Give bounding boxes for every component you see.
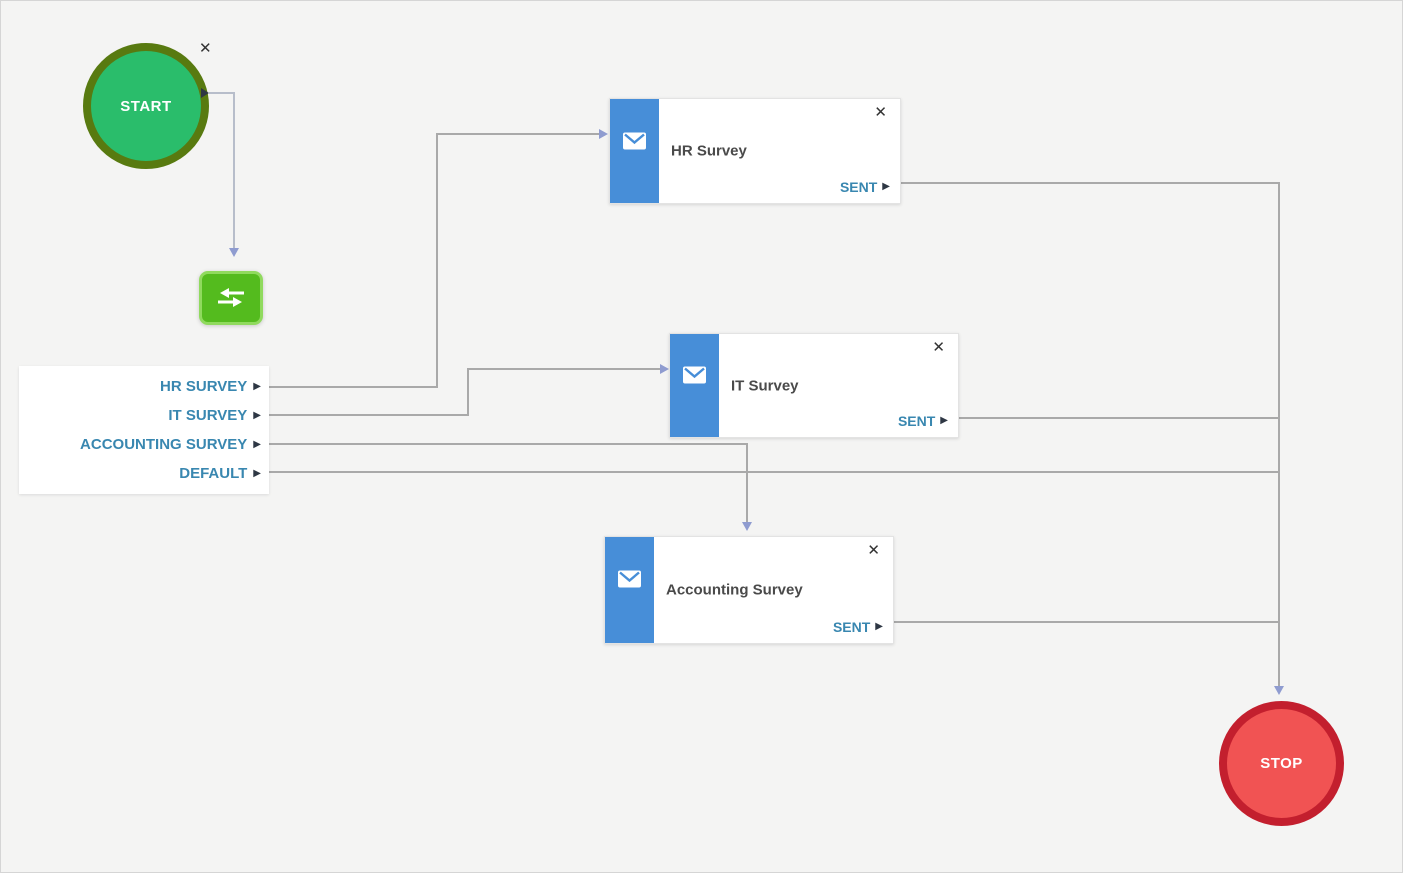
- branch-label: HR SURVEY: [160, 378, 248, 395]
- sent-label: SENT: [839, 179, 878, 195]
- branch-panel: HR SURVEY ▶ IT SURVEY ▶ ACCOUNTING SURVE…: [19, 366, 269, 494]
- sent-label: SENT: [897, 413, 936, 429]
- branch-label: IT SURVEY: [168, 407, 248, 424]
- connector-segment: [267, 471, 1280, 473]
- connector-segment: [467, 368, 469, 416]
- switch-node[interactable]: [199, 271, 263, 325]
- branch-item-accounting-survey[interactable]: ACCOUNTING SURVEY ▶: [19, 430, 261, 459]
- branch-item-default[interactable]: DEFAULT ▶: [19, 459, 261, 488]
- arrowhead-down-icon: [1274, 686, 1284, 695]
- arrowhead-right-icon: [660, 364, 669, 374]
- sent-status: SENT ▶: [840, 179, 890, 195]
- node-close-button[interactable]: ✕: [867, 542, 880, 559]
- stop-label: STOP: [1260, 755, 1303, 772]
- start-exit-port-icon[interactable]: [201, 88, 209, 98]
- sent-port-icon[interactable]: ▶: [875, 621, 883, 632]
- start-label: START: [120, 97, 172, 115]
- email-icon: [623, 132, 646, 150]
- node-title: Accounting Survey: [666, 581, 803, 599]
- node-title: IT Survey: [731, 377, 799, 394]
- arrowhead-right-icon: [599, 129, 608, 139]
- branch-label: ACCOUNTING SURVEY: [80, 436, 248, 453]
- connector-segment: [959, 417, 1280, 419]
- connector-segment: [901, 182, 1280, 184]
- connector-segment: [438, 133, 599, 135]
- email-node-sidebar: [610, 99, 659, 203]
- branch-port-icon[interactable]: ▶: [253, 409, 261, 421]
- branch-arrows-icon: [218, 288, 244, 307]
- connector-segment: [233, 92, 235, 249]
- email-node-it-survey[interactable]: ✕ IT Survey SENT ▶: [669, 333, 959, 438]
- sent-port-icon[interactable]: ▶: [940, 415, 948, 426]
- start-close-button[interactable]: ✕: [199, 40, 212, 57]
- email-icon: [683, 366, 706, 384]
- email-node-sidebar: [605, 537, 654, 643]
- connector-segment: [267, 386, 438, 388]
- connector-segment: [436, 133, 438, 388]
- branch-port-icon[interactable]: ▶: [253, 438, 261, 450]
- connector-segment: [267, 443, 748, 445]
- node-close-button[interactable]: ✕: [932, 339, 945, 356]
- connector-segment: [267, 414, 469, 416]
- node-title: HR Survey: [671, 142, 747, 160]
- connector-segment: [209, 92, 235, 94]
- connector-segment: [1278, 182, 1280, 687]
- arrowhead-down-icon: [229, 248, 239, 257]
- sent-port-icon[interactable]: ▶: [882, 181, 890, 192]
- node-close-button[interactable]: ✕: [874, 104, 887, 121]
- branch-port-icon[interactable]: ▶: [253, 467, 261, 479]
- email-node-sidebar: [670, 334, 719, 437]
- branch-label: DEFAULT: [179, 465, 248, 482]
- sent-status: SENT ▶: [833, 619, 883, 635]
- start-node[interactable]: START: [83, 43, 209, 169]
- stop-node[interactable]: STOP: [1219, 701, 1344, 826]
- arrowhead-down-icon: [742, 522, 752, 531]
- email-icon: [618, 570, 641, 588]
- email-node-hr-survey[interactable]: ✕ HR Survey SENT ▶: [609, 98, 901, 204]
- connector-segment: [746, 445, 748, 523]
- connector-segment: [469, 368, 660, 370]
- email-node-accounting-survey[interactable]: ✕ Accounting Survey SENT ▶: [604, 536, 894, 644]
- sent-label: SENT: [832, 619, 871, 635]
- sent-status: SENT ▶: [898, 413, 948, 429]
- branch-item-hr-survey[interactable]: HR SURVEY ▶: [19, 372, 261, 401]
- branch-port-icon[interactable]: ▶: [253, 380, 261, 392]
- branch-item-it-survey[interactable]: IT SURVEY ▶: [19, 401, 261, 430]
- connector-segment: [894, 621, 1280, 623]
